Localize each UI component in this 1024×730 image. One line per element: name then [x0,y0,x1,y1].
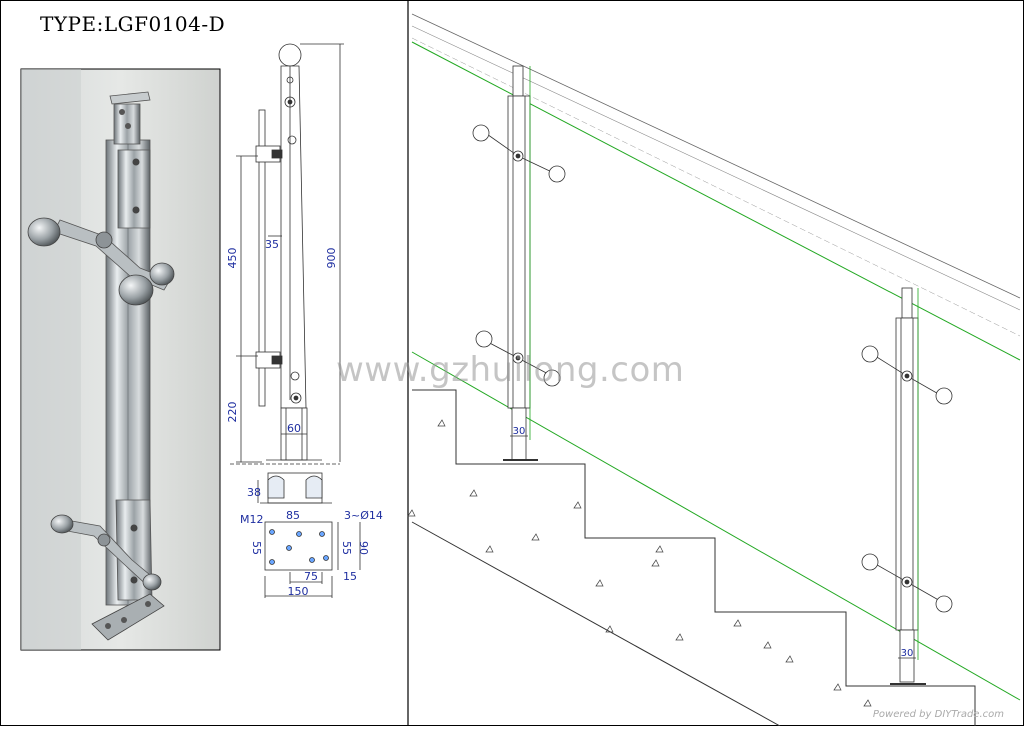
handrail-ball [278,43,302,67]
dim-75: 75 [304,570,318,583]
watermark: www.gzhuilong.com [336,350,685,390]
product-photo [20,68,221,651]
post-elevation-drawing [230,43,344,465]
dim-55-right: 55 [340,541,353,555]
dim-38: 38 [247,486,261,499]
product-type-title: TYPE:LGF0104-D [40,12,226,36]
dim-220: 220 [226,402,239,423]
label-hole-diameter: 3~Ø14 [344,509,383,522]
dim-55-left: 55 [250,541,263,555]
base-side-view [257,472,332,504]
dim-30-post-2: 30 [901,648,914,659]
dim-150: 150 [288,585,309,598]
dim-900: 900 [325,248,338,269]
dim-35: 35 [265,238,279,251]
base-plate-top-view [264,521,361,598]
credit-text: Powered by DIYTrade.com [872,709,1004,720]
dim-85: 85 [286,509,300,522]
dim-30-post-1: 30 [513,426,526,437]
dim-450: 450 [226,248,239,269]
dim-15: 15 [343,570,357,583]
label-m12: M12 [240,513,264,526]
stair-installation-drawing [407,13,1021,727]
dim-90: 90 [357,541,370,555]
dim-60: 60 [287,422,301,435]
